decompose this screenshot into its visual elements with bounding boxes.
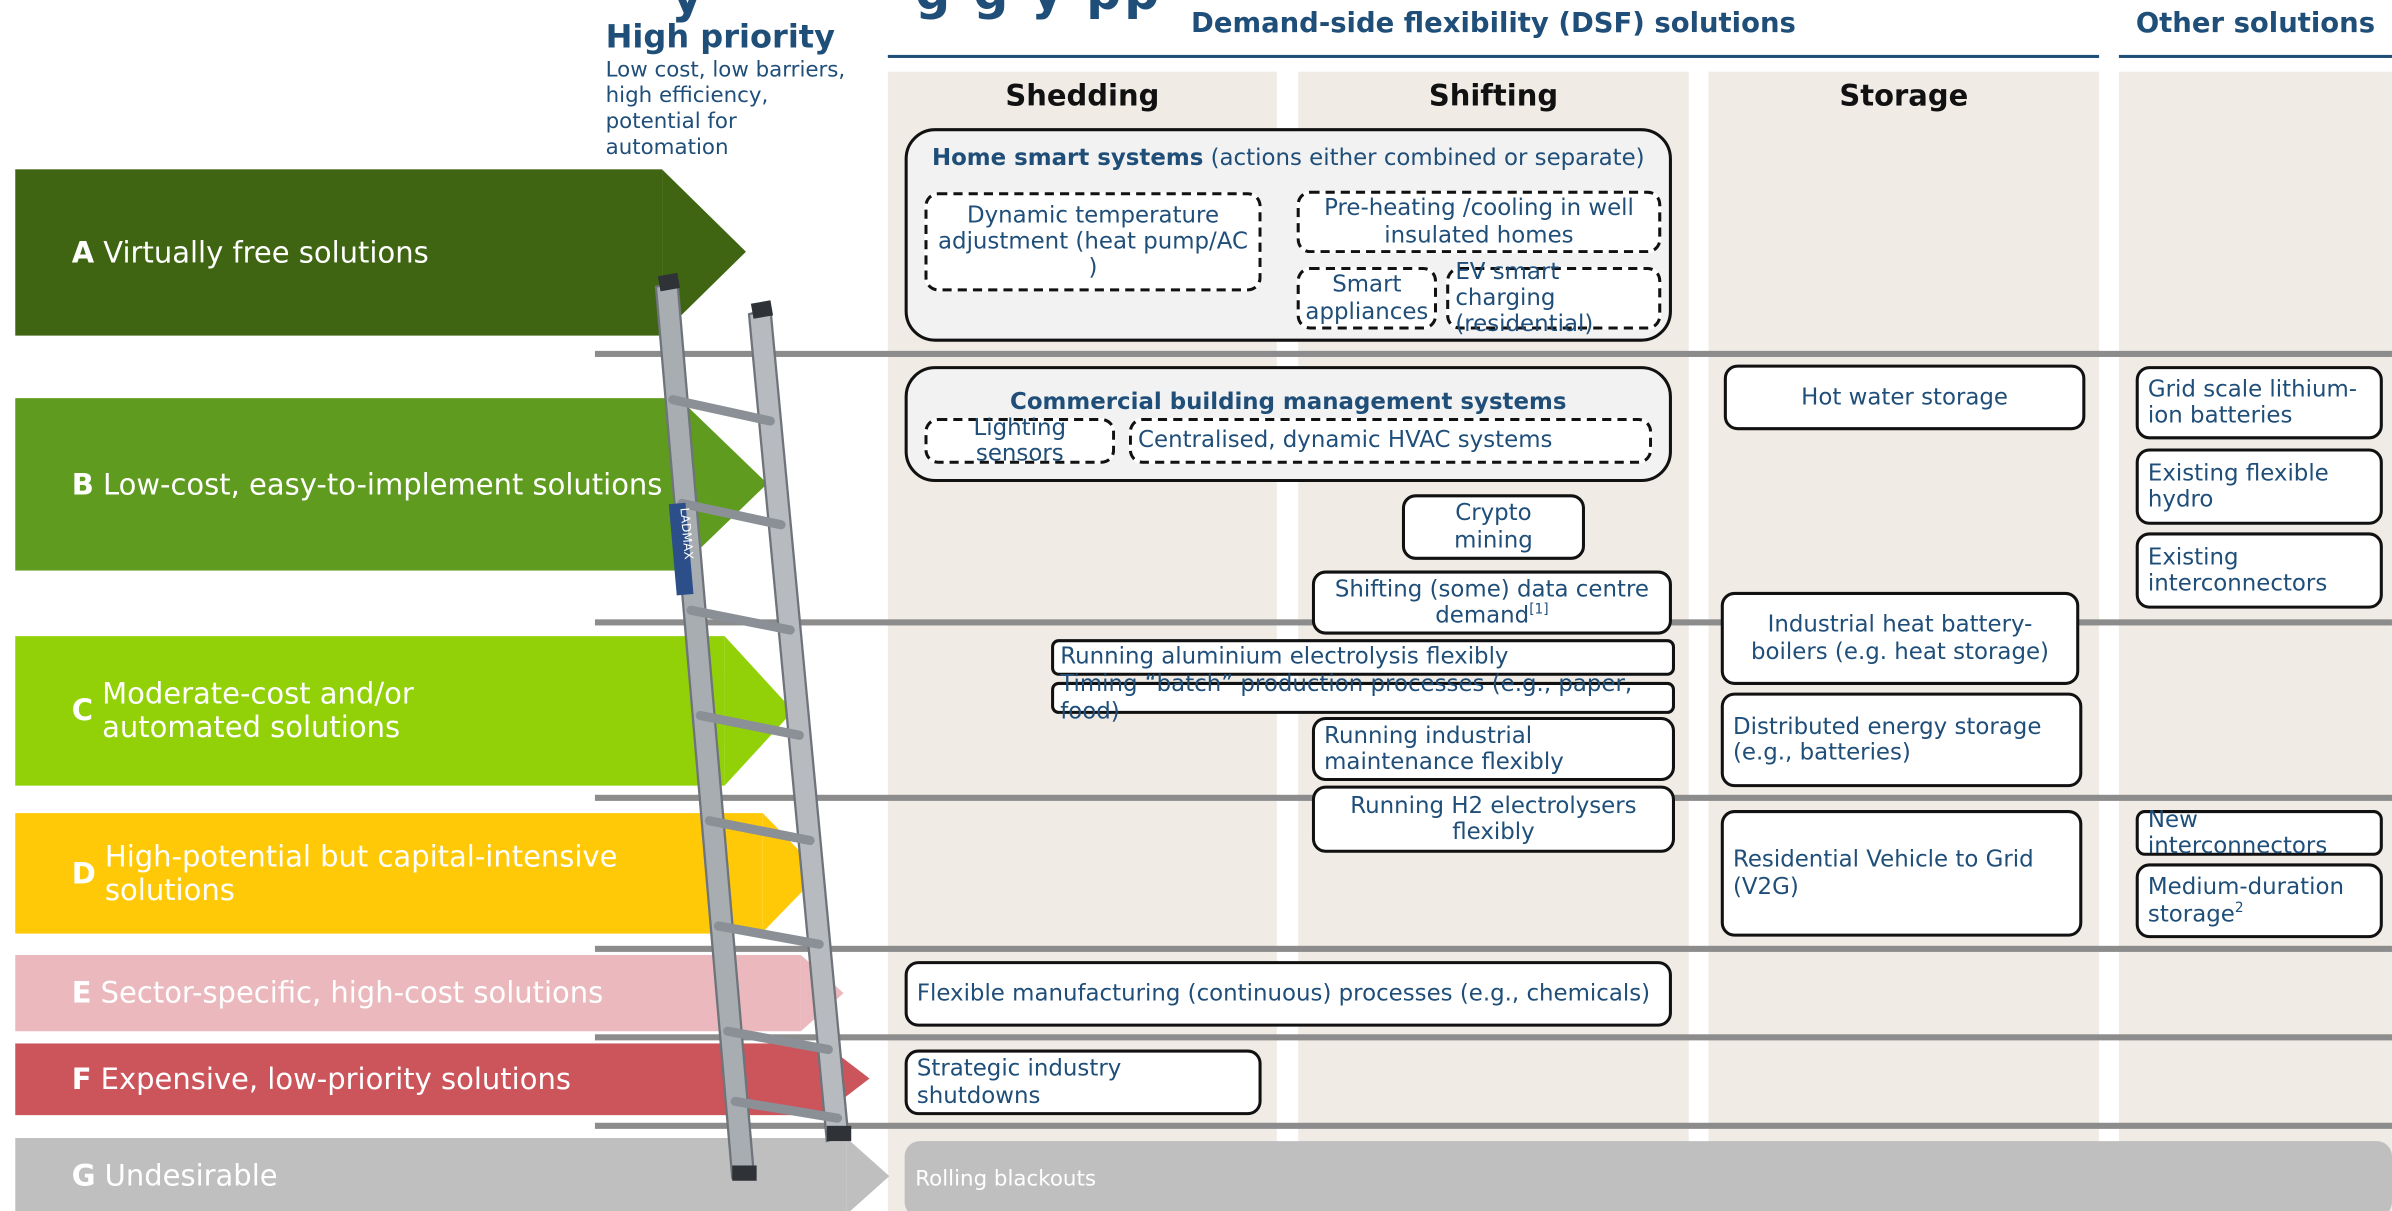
column-title-storage: Storage bbox=[1839, 79, 1969, 113]
ladder-foot-left bbox=[732, 1165, 757, 1181]
v2g-box: Residential Vehicle to Grid (V2G) bbox=[1720, 810, 2083, 937]
title-fragment: y bbox=[671, 0, 703, 24]
lighting-sensors-box: Lighting sensors bbox=[924, 414, 1116, 466]
crypto-mining-box: Crypto mining bbox=[1401, 494, 1585, 560]
dynamic-temperature-box: Dynamic temperature adjustment (heat pum… bbox=[924, 192, 1262, 292]
home-smart-systems-title: Home smart systems (actions either combi… bbox=[931, 143, 1645, 171]
heat-battery-box: Industrial heat battery-boilers (e.g. he… bbox=[1720, 591, 2080, 685]
high-priority-title: High priority bbox=[605, 18, 836, 55]
other-header-underline bbox=[2118, 54, 2392, 58]
ladder-brand-label: LADMAX bbox=[677, 507, 695, 560]
ladder-foot-right bbox=[826, 1125, 852, 1142]
flexible-hydro-box: Existing flexible hydro bbox=[2135, 448, 2383, 525]
industrial-maintenance-box: Running industrial maintenance flexibly bbox=[1311, 716, 1675, 782]
ladder-cap-left bbox=[657, 272, 681, 292]
existing-interconnectors-box: Existing interconnectors bbox=[2135, 532, 2383, 609]
ladder-rungs bbox=[668, 395, 843, 1123]
dsf-header: Demand-side flexibility (DSF) solutions bbox=[1191, 7, 1796, 40]
ladder: LADMAX bbox=[654, 272, 852, 1181]
ladder-label-bg bbox=[668, 502, 694, 596]
rolling-blackouts-box: Rolling blackouts bbox=[904, 1141, 2392, 1211]
separator-de bbox=[594, 945, 2392, 952]
data-centre-box: Shifting (some) data centre demand[1] bbox=[1311, 570, 1672, 635]
hvac-box: Centralised, dynamic HVAC systems bbox=[1128, 417, 1653, 464]
separator-ab bbox=[594, 350, 2392, 357]
column-title-shifting: Shifting bbox=[1428, 79, 1559, 113]
separator-ef bbox=[594, 1034, 2392, 1041]
column-bg-other bbox=[2118, 71, 2392, 1211]
dsf-header-underline bbox=[887, 54, 2100, 58]
medium-duration-storage-box: Medium-duration storage2 bbox=[2135, 863, 2383, 939]
column-title-shedding: Shedding bbox=[1005, 79, 1160, 113]
separator-fg bbox=[594, 1122, 2392, 1129]
ladder-cap-right bbox=[750, 300, 774, 319]
aluminium-electrolysis-box: Running aluminium electrolysis flexibly bbox=[1051, 639, 1675, 676]
flexible-manufacturing-box: Flexible manufacturing (continuous) proc… bbox=[904, 961, 1672, 1027]
new-interconnectors-box: New interconnectors bbox=[2135, 806, 2383, 858]
title-fragment-2: g g y pp bbox=[915, 0, 1162, 21]
other-header: Other solutions bbox=[2135, 7, 2376, 40]
h2-electrolysers-box: Running H2 electrolysers flexibly bbox=[1311, 785, 1675, 853]
smart-appliances-box: Smart appliances bbox=[1296, 266, 1438, 330]
commercial-bms-title: Commercial building management systems bbox=[1010, 387, 1567, 415]
distributed-storage-box: Distributed energy storage (e.g., batter… bbox=[1720, 692, 2083, 788]
pre-heating-box: Pre-heating /cooling in well insulated h… bbox=[1296, 190, 1662, 254]
grid-lithium-box: Grid scale lithium-ion batteries bbox=[2135, 366, 2383, 440]
high-priority-desc: Low cost, low barriers, high efficiency,… bbox=[605, 57, 846, 161]
band-g-arrow bbox=[846, 1138, 890, 1211]
hot-water-storage-box: Hot water storage bbox=[1723, 364, 2086, 431]
strategic-shutdowns-box: Strategic industry shutdowns bbox=[904, 1049, 1262, 1116]
